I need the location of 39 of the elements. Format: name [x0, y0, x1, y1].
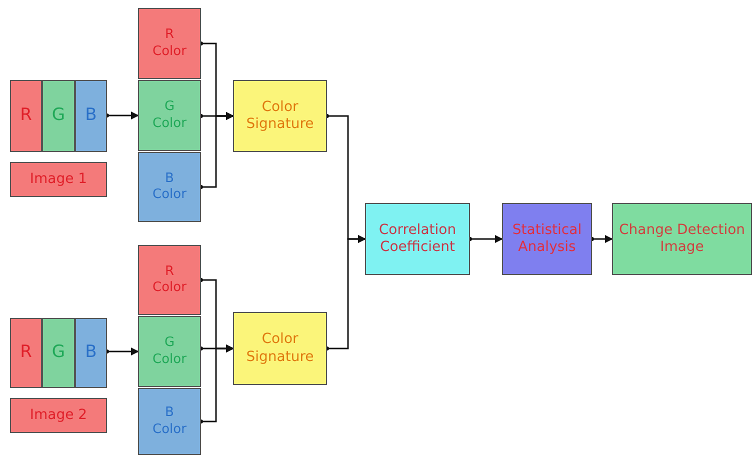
node-label: R Color: [152, 27, 188, 60]
arrow: [468, 235, 503, 243]
node-label: G Color: [152, 335, 188, 368]
process-box: [502, 203, 592, 275]
node-label: B: [85, 342, 97, 364]
node-label: B Color: [152, 170, 188, 204]
arrow: [590, 235, 613, 243]
node-label: Correlation Coefficient: [378, 222, 458, 256]
node-label: G Color: [152, 99, 188, 132]
channel-box: [10, 398, 107, 433]
channel-box: [10, 80, 42, 152]
node-label: Statistical Analysis: [511, 222, 583, 256]
node-label: Image 2: [30, 406, 88, 424]
channel-box: [10, 162, 107, 197]
arrow: [325, 235, 366, 350]
node-label: G: [52, 105, 66, 127]
node-label: R: [20, 342, 32, 364]
node-label: Color Signature: [245, 331, 315, 366]
node-label: Color Signature: [245, 98, 315, 134]
arrow: [105, 112, 139, 120]
channel-box: [75, 80, 107, 152]
arrow: [199, 112, 234, 189]
process-box: [233, 312, 327, 385]
node-label: R Color: [152, 264, 188, 296]
node-label: R: [20, 105, 32, 127]
node-label: B: [85, 105, 97, 127]
arrow: [199, 344, 234, 424]
channel-box: [75, 318, 107, 388]
node-label: G: [52, 342, 66, 364]
node-label: Image 1: [30, 170, 88, 188]
arrow: [105, 348, 139, 356]
process-box: [365, 203, 470, 275]
process-box: [612, 203, 752, 275]
channel-box: [10, 318, 42, 388]
node-label: B Color: [152, 405, 188, 438]
channel-box: [42, 80, 75, 152]
channel-box: [42, 318, 75, 388]
process-box: [233, 80, 327, 152]
node-label: Change Detection Image: [618, 222, 746, 256]
